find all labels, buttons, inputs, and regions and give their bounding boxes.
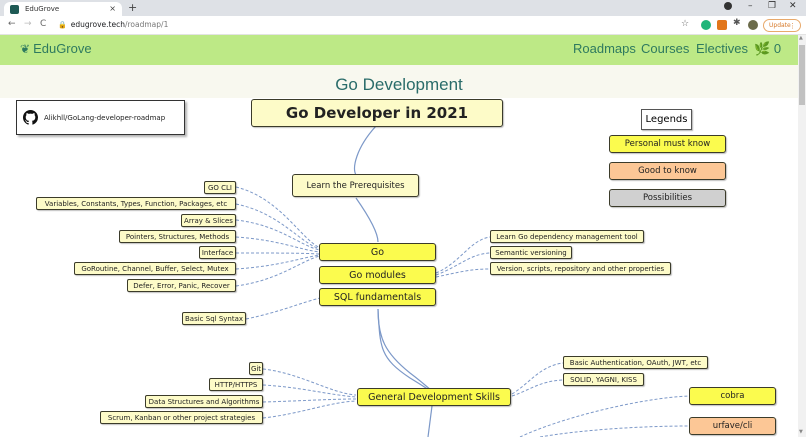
lock-icon: 🔒 xyxy=(58,21,67,29)
leaf-count-value: 0 xyxy=(773,41,782,56)
topic-auth[interactable]: Basic Authentication, OAuth, JWT, etc xyxy=(563,356,708,369)
menu-dots-icon: ⋮ xyxy=(789,21,796,30)
browser-tab[interactable]: EduGrove × xyxy=(4,2,122,16)
address-bar: ← → C 🔒edugrove.tech/roadmap/1 ☆ ✱ Updat… xyxy=(0,16,806,35)
url-host: edugrove.tech xyxy=(70,20,125,29)
close-window-button[interactable]: ✕ xyxy=(789,1,797,11)
extensions-puzzle-icon[interactable]: ✱ xyxy=(733,18,741,28)
topic-http[interactable]: HTTP/HTTPS xyxy=(209,378,263,391)
leaf-counter[interactable]: 🌿 0 xyxy=(754,41,781,57)
brand-logo[interactable]: ❦EduGrove xyxy=(20,41,92,56)
reload-button[interactable]: C xyxy=(40,19,47,29)
tab-close-icon[interactable]: × xyxy=(109,4,116,13)
topic-defer[interactable]: Defer, Error, Panic, Recover xyxy=(127,279,236,292)
nav-courses[interactable]: Courses xyxy=(641,41,690,56)
update-button[interactable]: Update ⋮ xyxy=(763,19,801,32)
legend-possibilities: Possibilities xyxy=(609,189,726,207)
bookmark-star-icon[interactable]: ☆ xyxy=(681,19,690,29)
topic-array-slices[interactable]: Array & Slices xyxy=(181,214,236,227)
scroll-down-arrow-icon[interactable]: ▼ xyxy=(799,429,803,435)
scroll-thumb[interactable] xyxy=(799,45,805,105)
profile-indicator-icon[interactable] xyxy=(724,2,732,10)
profile-avatar[interactable] xyxy=(748,20,758,30)
maximize-button[interactable]: ❐ xyxy=(768,1,777,11)
topic-dsa[interactable]: Data Structures and Algorithms xyxy=(145,395,263,408)
topic-scrum[interactable]: Scrum, Kanban or other project strategie… xyxy=(100,411,263,424)
legend-good-to-know: Good to know xyxy=(609,162,726,180)
legend-must-know: Personal must know xyxy=(609,135,726,153)
roadmap-title-node: Go Developer in 2021 xyxy=(251,99,503,127)
topic-go-cli[interactable]: GO CLI xyxy=(204,181,236,194)
site-navbar: ❦EduGrove Roadmaps Courses Electives 🌿 0 xyxy=(0,35,798,65)
topic-variables[interactable]: Variables, Constants, Types, Function, P… xyxy=(36,197,236,210)
topic-semantic-versioning[interactable]: Semantic versioning xyxy=(490,246,572,259)
topic-version-scripts[interactable]: Version, scripts, repository and other p… xyxy=(490,262,671,275)
github-repo-link[interactable]: Alikhll/GoLang-developer-roadmap xyxy=(16,100,185,135)
minimize-button[interactable]: – xyxy=(748,1,753,11)
roadmap-canvas: Alikhll/GoLang-developer-roadmap Go Deve… xyxy=(0,98,798,437)
topic-dependency-tool[interactable]: Learn Go dependency management tool xyxy=(490,230,644,243)
page-header: Go Development xyxy=(0,65,798,98)
scroll-up-arrow-icon[interactable]: ▲ xyxy=(799,35,803,41)
sprout-icon: ❦ xyxy=(20,42,31,56)
node-go[interactable]: Go xyxy=(319,243,436,261)
node-sql-fundamentals[interactable]: SQL fundamentals xyxy=(319,288,436,306)
node-general-dev-skills[interactable]: General Development Skills xyxy=(357,388,511,406)
page-scrollbar[interactable]: ▲ ▼ xyxy=(798,35,806,437)
favicon-icon xyxy=(10,4,19,14)
nav-roadmaps[interactable]: Roadmaps xyxy=(573,41,636,56)
nav-electives[interactable]: Electives xyxy=(696,41,749,56)
update-label: Update xyxy=(769,22,791,29)
node-go-modules[interactable]: Go modules xyxy=(319,266,436,284)
url-path: /roadmap/1 xyxy=(124,20,169,29)
roadmap-connectors xyxy=(235,125,690,437)
forward-button[interactable]: → xyxy=(24,19,32,29)
topic-git[interactable]: Git xyxy=(249,362,263,375)
back-button[interactable]: ← xyxy=(8,19,16,29)
url-field[interactable]: 🔒edugrove.tech/roadmap/1 xyxy=(58,20,168,29)
topic-interface[interactable]: Interface xyxy=(199,246,236,259)
new-tab-button[interactable]: + xyxy=(128,1,138,14)
metamask-extension-icon[interactable] xyxy=(717,20,727,30)
tab-title: EduGrove xyxy=(25,5,60,13)
github-repo-name: Alikhll/GoLang-developer-roadmap xyxy=(44,113,166,122)
topic-basic-sql[interactable]: Basic Sql Syntax xyxy=(182,312,246,325)
brand-name: EduGrove xyxy=(33,41,92,56)
node-prerequisites[interactable]: Learn the Prerequisites xyxy=(292,174,419,197)
page-title: Go Development xyxy=(335,75,463,94)
topic-pointers[interactable]: Pointers, Structures, Methods xyxy=(119,230,236,243)
node-cobra[interactable]: cobra xyxy=(689,387,776,405)
topic-solid[interactable]: SOLID, YAGNI, KISS xyxy=(563,373,644,386)
leaf-icon: 🌿 xyxy=(754,41,771,56)
topic-goroutine[interactable]: GoRoutine, Channel, Buffer, Select, Mute… xyxy=(74,262,236,275)
node-urfave-cli[interactable]: urfave/cli xyxy=(689,417,776,435)
legend-title: Legends xyxy=(641,109,692,130)
browser-tab-strip: EduGrove × + – ❐ ✕ xyxy=(0,0,806,16)
grammarly-extension-icon[interactable] xyxy=(701,20,711,30)
github-icon xyxy=(23,110,38,125)
